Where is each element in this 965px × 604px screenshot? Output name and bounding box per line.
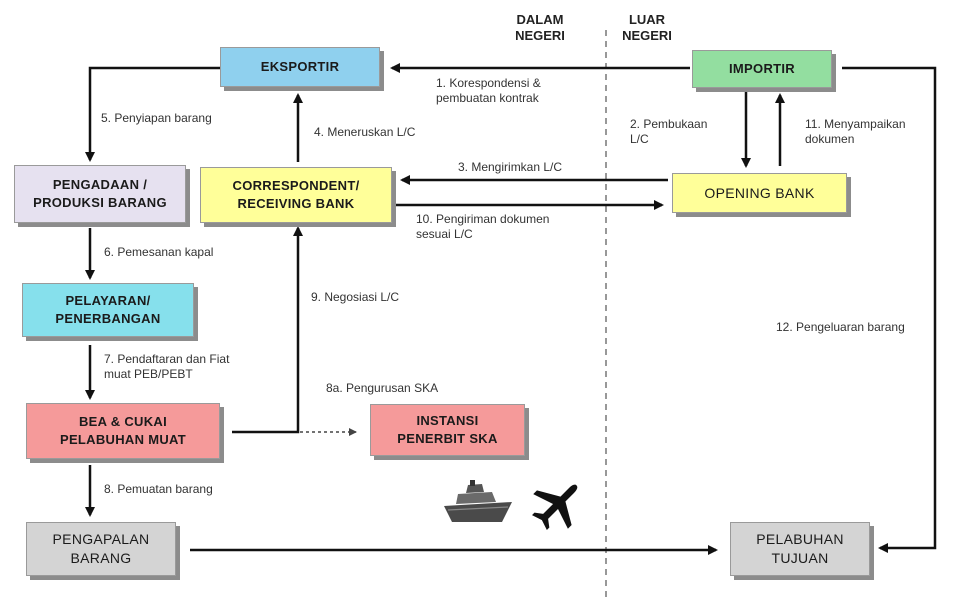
box-correspondent-bank: CORRESPONDENT/ RECEIVING BANK — [200, 167, 392, 223]
step-2-label: 2. Pembukaan L/C — [630, 117, 708, 146]
step-8-label: 8. Pemuatan barang — [104, 482, 213, 496]
box-instansi-ska: INSTANSI PENERBIT SKA — [370, 404, 525, 456]
arrow-step-12 — [842, 66, 937, 553]
box-pelabuhan-tujuan-label: PELABUHAN TUJUAN — [756, 531, 844, 566]
box-correspondent-label: CORRESPONDENT/ RECEIVING BANK — [232, 178, 360, 211]
box-pengadaan: PENGADAAN / PRODUKSI BARANG — [14, 165, 186, 223]
step-8a-label: 8a. Pengurusan SKA — [326, 381, 439, 395]
step-10-label: 10. Pengiriman dokumen sesuai L/C — [416, 212, 550, 241]
header-dalam-negeri: DALAM NEGERI — [515, 12, 565, 43]
box-bea-cukai: BEA & CUKAI PELABUHAN MUAT — [26, 403, 220, 459]
box-pengadaan-label: PENGADAAN / PRODUKSI BARANG — [33, 177, 167, 210]
box-pengapalan: PENGAPALAN BARANG — [26, 522, 176, 576]
step-4-label: 4. Meneruskan L/C — [314, 125, 416, 139]
step-12-label: 12. Pengeluaran barang — [776, 320, 905, 334]
arrow-step-5 — [85, 66, 220, 162]
box-pelayaran-label: PELAYARAN/ PENERBANGAN — [55, 293, 161, 326]
step-3-label: 3. Mengirimkan L/C — [458, 160, 563, 174]
step-1-label: 1. Korespondensi & pembuatan kontrak — [436, 76, 541, 105]
step-6-label: 6. Pemesanan kapal — [104, 245, 214, 259]
box-importir-label: IMPORTIR — [729, 61, 795, 77]
box-opening-bank: OPENING BANK — [672, 173, 847, 213]
box-eksportir-label: EKSPORTIR — [260, 59, 340, 75]
box-pelayaran: PELAYARAN/ PENERBANGAN — [22, 283, 194, 337]
airplane-icon — [532, 484, 578, 530]
step-11-label: 11. Menyampaikan dokumen — [805, 117, 906, 146]
arrow-step-9 — [232, 226, 303, 434]
box-bea-cukai-label: BEA & CUKAI PELABUHAN MUAT — [59, 414, 186, 447]
step-7-label: 7. Pendaftaran dan Fiat muat PEB/PEBT — [104, 352, 230, 381]
box-pengapalan-label: PENGAPALAN BARANG — [52, 531, 150, 566]
step-5-label: 5. Penyiapan barang — [101, 111, 212, 125]
box-opening-bank-label: OPENING BANK — [704, 184, 815, 201]
box-pelabuhan-tujuan: PELABUHAN TUJUAN — [730, 522, 870, 576]
header-luar-negeri: LUAR NEGERI — [622, 12, 672, 43]
ship-icon — [444, 480, 512, 522]
box-importir: IMPORTIR — [692, 50, 832, 88]
box-eksportir: EKSPORTIR — [220, 47, 380, 87]
box-instansi-label: INSTANSI PENERBIT SKA — [397, 413, 498, 446]
step-9-label: 9. Negosiasi L/C — [311, 290, 400, 304]
